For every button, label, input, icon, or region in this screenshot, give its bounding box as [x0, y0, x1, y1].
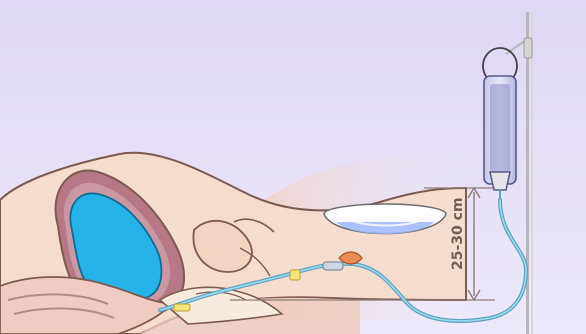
measurement-label: 25-30 cm: [450, 197, 466, 270]
